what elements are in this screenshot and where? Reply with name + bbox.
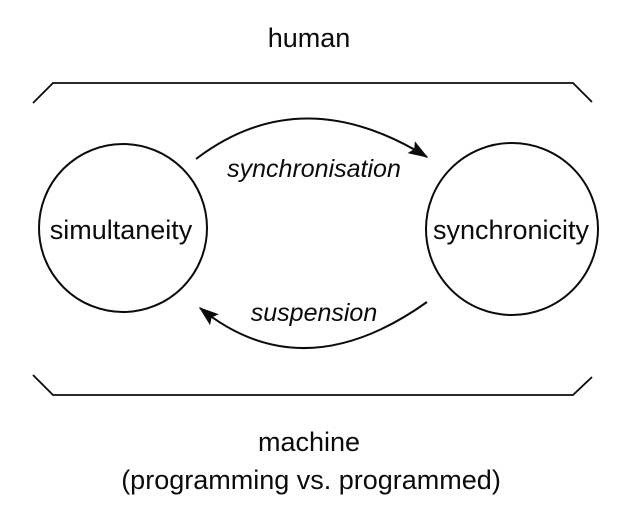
- synchronisation-arrow: [195, 117, 429, 160]
- human-label: human: [267, 23, 351, 53]
- simultaneity-label: simultaneity: [49, 215, 193, 245]
- suspension-label: suspension: [250, 299, 378, 327]
- machine-label: machine: [257, 427, 361, 457]
- synchronicity-circle: [425, 142, 599, 316]
- machine-bracket: [32, 374, 593, 396]
- human-bracket: [32, 82, 593, 104]
- machine-sublabel: (programming vs. programmed): [121, 465, 501, 495]
- synchronicity-label: synchronicity: [432, 215, 590, 245]
- synchronisation-label: synchronisation: [227, 155, 401, 183]
- simultaneity-circle: [38, 143, 208, 313]
- suspension-arrow: [198, 301, 428, 350]
